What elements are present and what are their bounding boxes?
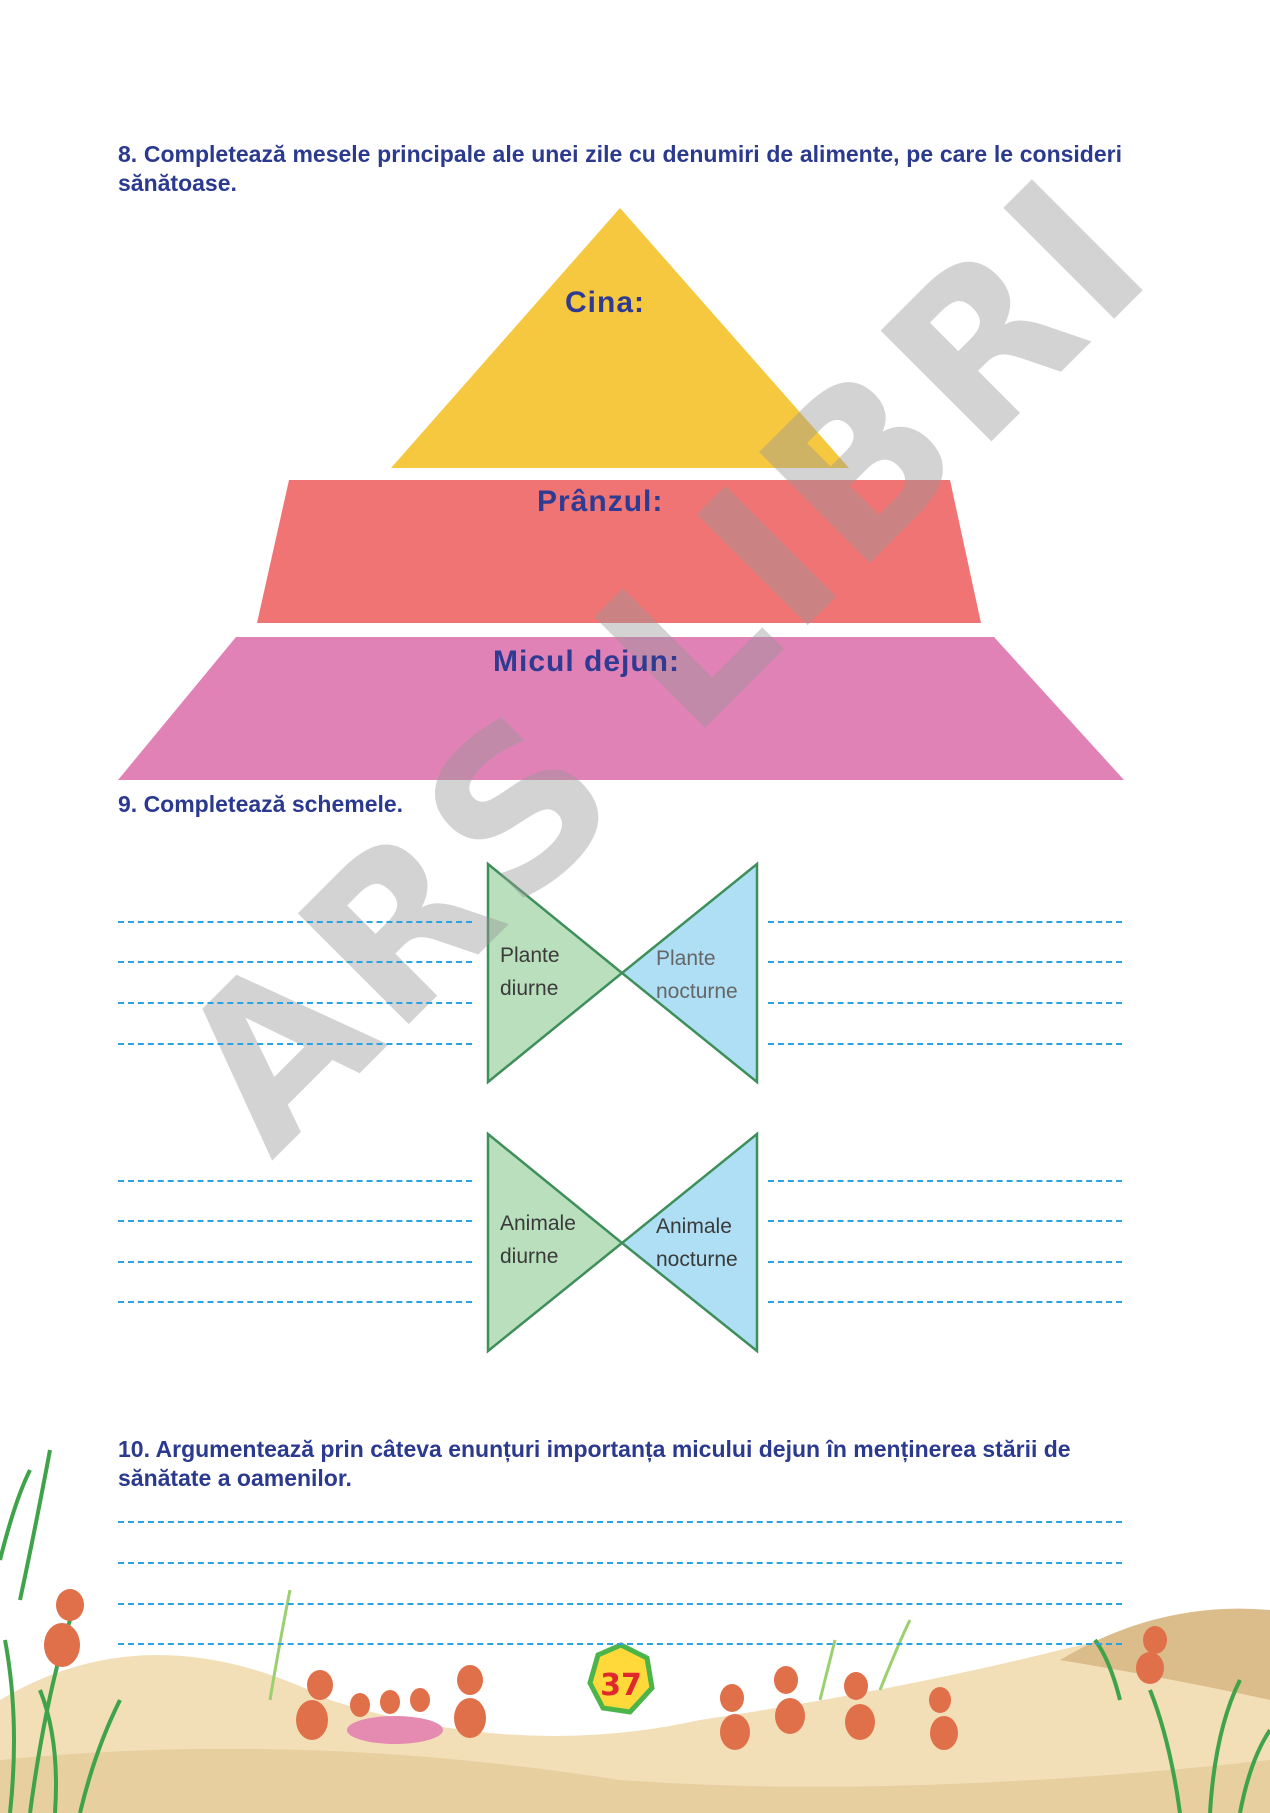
scheme1-left-triangle <box>486 861 624 1085</box>
scheme1-right-label: Plante nocturne <box>656 942 738 1008</box>
page-number-badge <box>587 1642 655 1715</box>
pyramid-label-micul-dejun: Micul dejun: <box>493 645 680 678</box>
scheme2-right-triangle <box>620 1131 759 1354</box>
scheme1-left-answer-line-4[interactable] <box>118 1043 472 1045</box>
pyramid-label-cina: Cina: <box>565 286 645 319</box>
scheme2-left-answer-line-4[interactable] <box>118 1301 472 1303</box>
footer-scenery <box>0 1449 1270 1813</box>
q10-answer-line-2[interactable] <box>118 1562 1122 1564</box>
q10-answer-line-4[interactable] <box>118 1643 1122 1645</box>
scheme2-right-answer-line-3[interactable] <box>768 1261 1122 1263</box>
question-10: 10. Argumentează prin câteva enunțuri im… <box>118 1436 1071 1491</box>
scheme1-right-answer-line-2[interactable] <box>768 961 1122 963</box>
scheme2-right-label-line2: nocturne <box>656 1248 738 1271</box>
scheme2-right-answer-line-2[interactable] <box>768 1220 1122 1222</box>
scheme1-left-label: Plante diurne <box>500 939 560 1005</box>
pyramid-bottom-micul-dejun <box>118 637 1124 780</box>
pyramid-top-cina <box>391 208 849 468</box>
pyramid-middle-pranzul <box>257 480 981 623</box>
scheme2-right-answer-line-4[interactable] <box>768 1301 1122 1303</box>
scheme1-left-answer-line-1[interactable] <box>118 921 472 923</box>
question-8: 8. Completează mesele principale ale une… <box>118 141 1122 196</box>
q10-answer-line-3[interactable] <box>118 1603 1122 1605</box>
scheme2-left-label-line2: diurne <box>500 1245 559 1268</box>
scheme2-right-label: Animale nocturne <box>656 1210 738 1276</box>
scheme1-left-label-line1: Plante <box>500 944 560 967</box>
scheme1-right-answer-line-4[interactable] <box>768 1043 1122 1045</box>
scheme1-right-answer-line-3[interactable] <box>768 1002 1122 1004</box>
scheme1-right-label-line1: Plante <box>656 947 716 970</box>
page-number: 37 <box>600 1668 642 1703</box>
scheme1-left-label-line2: diurne <box>500 977 559 1000</box>
q10-answer-line-1[interactable] <box>118 1521 1122 1523</box>
scheme2-left-label-line1: Animale <box>500 1212 576 1235</box>
scheme1-right-triangle <box>620 861 759 1085</box>
scheme2-left-triangle <box>486 1131 624 1354</box>
scheme2-right-answer-line-1[interactable] <box>768 1180 1122 1182</box>
scheme2-right-label-line1: Animale <box>656 1215 732 1238</box>
scheme2-left-answer-line-1[interactable] <box>118 1180 472 1182</box>
pyramid-label-pranzul: Prânzul: <box>537 485 664 518</box>
scheme2-left-label: Animale diurne <box>500 1207 576 1273</box>
question-9: 9. Completează schemele. <box>118 791 404 817</box>
scheme2-left-answer-line-2[interactable] <box>118 1220 472 1222</box>
scheme1-right-answer-line-1[interactable] <box>768 921 1122 923</box>
scheme1-right-label-line2: nocturne <box>656 980 738 1003</box>
scheme1-left-answer-line-2[interactable] <box>118 961 472 963</box>
scheme2-left-answer-line-3[interactable] <box>118 1261 472 1263</box>
scheme1-left-answer-line-3[interactable] <box>118 1002 472 1004</box>
